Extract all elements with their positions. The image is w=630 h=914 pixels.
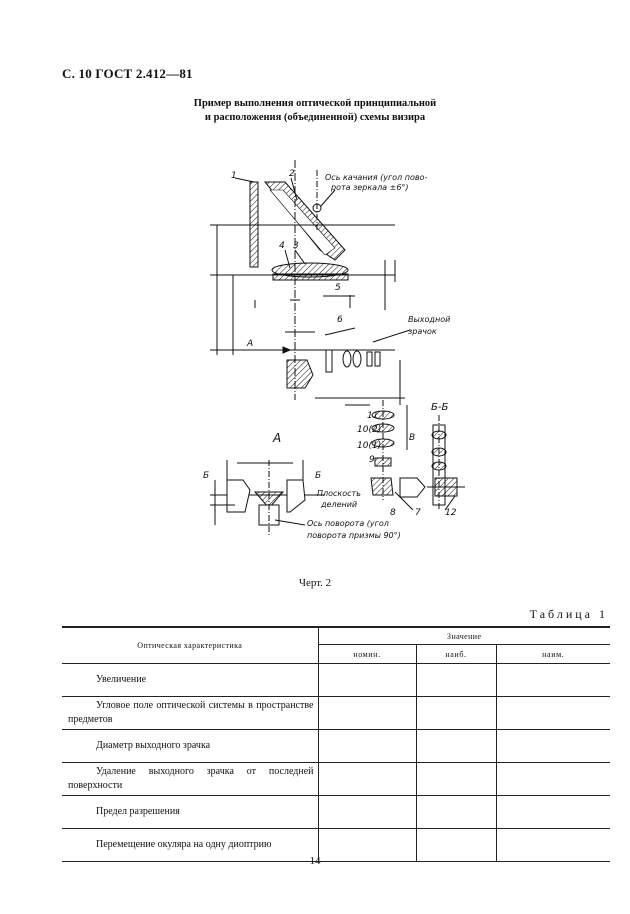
header-characteristic: Оптическая характеристика <box>62 626 319 664</box>
page-header: С. 10 ГОСТ 2.412—81 <box>62 66 193 81</box>
row-label: Угловое поле оптической системы в простр… <box>62 696 319 730</box>
row-label: Диаметр выходного зрачка <box>62 729 319 763</box>
row-label: Увеличение <box>62 663 319 697</box>
label-3: 3 <box>293 241 299 251</box>
figure-label: Черт. 2 <box>298 577 332 589</box>
prism-view-a <box>253 491 285 509</box>
header-value: Значение <box>317 626 610 645</box>
plate-4 <box>272 273 349 281</box>
label-5: 5 <box>335 283 341 293</box>
element-8 <box>370 477 394 496</box>
label-6: 6 <box>337 315 343 325</box>
table-row: Угловое поле оптической системы в простр… <box>62 696 610 730</box>
caption-line-1: Пример выполнения оптической принципиаль… <box>193 98 437 109</box>
label-9: 9 <box>369 455 375 465</box>
table-row: Предел разрешения <box>62 795 610 829</box>
label-plane-2: делений <box>320 500 357 509</box>
label-axis-turn-1: Ось поворота (угол <box>307 519 389 528</box>
label-10-2: 10(2) <box>357 425 381 435</box>
label-exit-pupil-1: Выходной <box>408 315 450 324</box>
label-b-left: Б <box>203 471 209 481</box>
label-1: 1 <box>231 171 237 181</box>
label-dim-v: В <box>409 433 415 443</box>
optical-scheme-drawing: 1 2 3 4 5 6 Ось качания (угол пово- рота… <box>203 160 465 540</box>
table-row: Перемещение окуляра на одну диоптрию <box>62 828 610 862</box>
label-view-a: А <box>272 431 281 445</box>
label-axis-swing-1: Ось качания (угол пово- <box>325 173 427 182</box>
table-row: Диаметр выходного зрачка <box>62 729 610 763</box>
header-max: наиб. <box>415 644 497 664</box>
label-12: 12 <box>445 508 457 518</box>
optical-characteristics-table: Оптическая характеристика Значение номин… <box>62 626 610 862</box>
label-11: 11 <box>367 411 378 421</box>
row-label: Предел разрешения <box>62 795 319 829</box>
label-2: 2 <box>289 169 295 179</box>
label-10-1: 10(1) <box>357 441 381 451</box>
label-7: 7 <box>415 508 421 518</box>
label-axis-swing-2: рота зеркала ±6°) <box>330 183 409 192</box>
row-label: Удаление выходного зрачка от последней п… <box>62 762 319 796</box>
table-row: Увеличение <box>62 663 610 697</box>
label-arrow-a: А <box>246 339 253 349</box>
label-section-bb: Б-Б <box>431 402 448 413</box>
row-label: Перемещение окуляра на одну диоптрию <box>62 828 319 862</box>
label-8: 8 <box>390 508 396 518</box>
label-b-right: Б <box>315 471 321 481</box>
header-nominal: номин. <box>318 644 417 664</box>
caption-line-2: и расположения (объединенной) схемы визи… <box>204 112 426 123</box>
label-4: 4 <box>279 241 285 251</box>
header-min: наим. <box>495 644 610 664</box>
table-title: Таблица 1 <box>529 607 608 621</box>
table-row: Удаление выходного зрачка от последней п… <box>62 762 610 796</box>
label-axis-turn-2: поворота призмы 90°) <box>307 531 401 540</box>
label-exit-pupil-2: зрачок <box>408 327 437 336</box>
element-7 <box>399 477 426 498</box>
figure-caption: Пример выполнения оптической принципиаль… <box>0 97 630 125</box>
prism-bottom <box>286 359 314 389</box>
label-plane-1: Плоскость <box>317 489 361 498</box>
page-number: 14 <box>309 855 321 867</box>
